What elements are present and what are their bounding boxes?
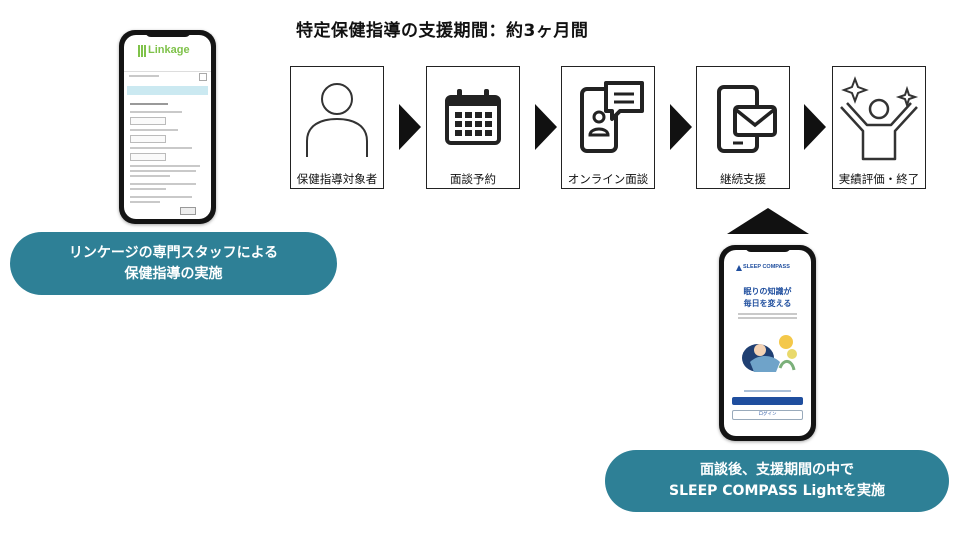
step-continuous-support: 継続支援 xyxy=(696,66,790,189)
person-icon xyxy=(306,83,368,157)
step-label: オンライン面談 xyxy=(567,172,649,186)
compass-logo-icon xyxy=(736,265,742,271)
text-line xyxy=(738,317,797,319)
arrow-right-icon xyxy=(804,104,826,150)
select-field[interactable] xyxy=(130,135,166,143)
headline-1: 眠りの知識が xyxy=(743,287,792,296)
step-label: 継続支援 xyxy=(720,172,766,186)
step-target-person: 保健指導対象者 xyxy=(290,66,384,189)
pill-line-1: 面談後、支援期間の中で xyxy=(700,462,854,478)
text-line xyxy=(130,175,170,177)
calendar-icon xyxy=(445,89,501,145)
text-line xyxy=(130,147,192,149)
arrow-right-icon xyxy=(399,104,421,150)
sleeping-person-illustration xyxy=(742,335,797,372)
select-field[interactable] xyxy=(130,153,166,161)
login-button[interactable]: ログイン xyxy=(732,410,803,420)
text-line xyxy=(130,129,178,131)
select-field[interactable] xyxy=(130,117,166,125)
divider xyxy=(124,71,211,72)
step-label: 保健指導対象者 xyxy=(296,172,378,186)
phone-notch xyxy=(744,245,791,252)
phone-screen: SLEEP COMPASS 眠りの知識が 毎日を変える ログイン xyxy=(724,250,811,436)
text-line xyxy=(130,196,192,198)
arrow-up-icon xyxy=(727,208,809,234)
text-line xyxy=(130,183,196,185)
phone-notch xyxy=(144,30,191,37)
celebrate-icon xyxy=(840,76,919,161)
step-label: 実績評価・終了 xyxy=(838,172,920,186)
phone-screen: Linkage xyxy=(124,35,211,219)
text-line xyxy=(744,390,791,392)
text-line xyxy=(130,201,160,203)
linkage-logo: Linkage xyxy=(148,44,190,56)
start-button[interactable] xyxy=(732,397,803,405)
brand-name: SLEEP COMPASS xyxy=(743,264,790,270)
linkage-staff-pill: リンケージの専門スタッフによる 保健指導の実施 xyxy=(10,232,337,295)
online-meeting-icon xyxy=(580,81,644,153)
pill-line-2: 保健指導の実施 xyxy=(124,265,223,282)
arrow-right-icon xyxy=(670,104,692,150)
submit-button[interactable] xyxy=(180,207,196,215)
text-line xyxy=(738,313,797,315)
phone-sleep-compass: SLEEP COMPASS 眠りの知識が 毎日を変える ログイン xyxy=(719,245,816,441)
arrow-right-icon xyxy=(535,104,557,150)
pill-line-2: SLEEP COMPASS Lightを実施 xyxy=(669,483,885,499)
text-line xyxy=(130,111,182,113)
text-line xyxy=(130,170,196,172)
info-banner xyxy=(127,86,208,95)
text-line xyxy=(130,103,168,105)
step-appointment: 面談予約 xyxy=(426,66,520,189)
phone-linkage: Linkage xyxy=(119,30,216,224)
mail-phone-icon xyxy=(717,85,777,153)
headline-2: 毎日を変える xyxy=(743,299,792,308)
text-line xyxy=(130,188,166,190)
step-label: 面談予約 xyxy=(450,172,496,186)
text-line xyxy=(130,165,200,167)
close-icon[interactable] xyxy=(199,73,207,81)
page-title: 特定保健指導の支援期間：約3ヶ月間 xyxy=(296,21,589,41)
text-line xyxy=(129,75,159,77)
step-evaluation-end: 実績評価・終了 xyxy=(832,66,926,189)
pill-line-1: リンケージの専門スタッフによる xyxy=(68,244,279,261)
linkage-logo-mark xyxy=(138,45,146,57)
step-online-meeting: オンライン面談 xyxy=(561,66,655,189)
sleep-compass-pill: 面談後、支援期間の中で SLEEP COMPASS Lightを実施 xyxy=(605,450,949,512)
